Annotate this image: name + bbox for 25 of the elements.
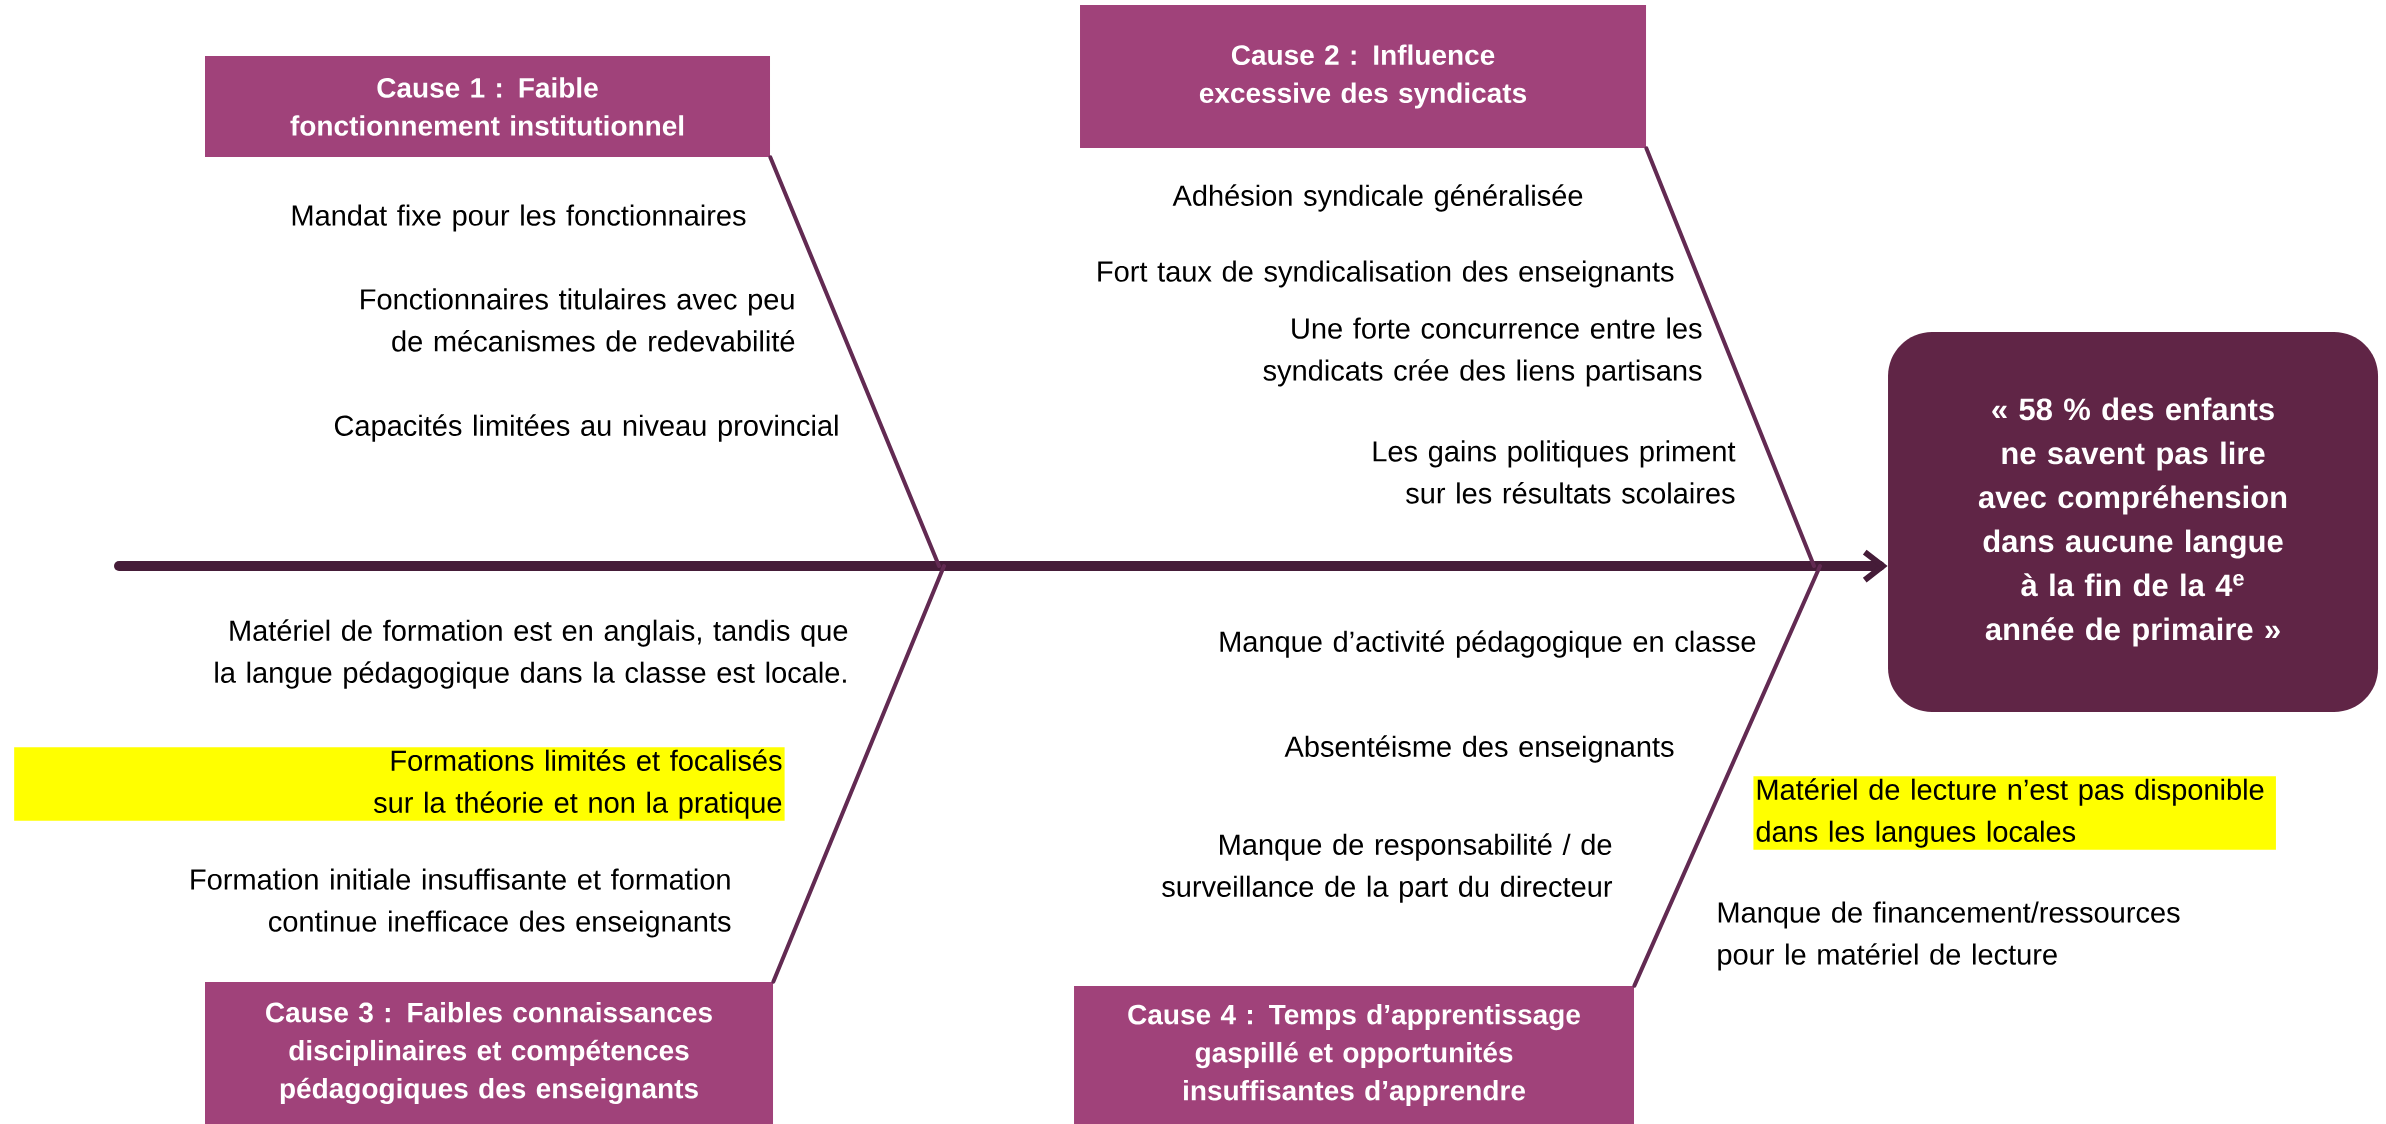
bone-line <box>1644 146 1817 568</box>
cause-box: Cause 2 : Influence excessive des syndicats <box>1080 5 1647 148</box>
cause-text: Formation initiale insuffisante et formation continue inefficace des enseignants <box>191 868 731 938</box>
cause-text: Fonctionnaires titulaires avec peu de mécanismes de redevabilité <box>361 288 795 352</box>
bone-line <box>768 155 941 568</box>
cause-text: Les gains politiques priment sur les résultats scolaires <box>1373 440 1736 504</box>
cause-text: Manque d’activité pédagogique en classe <box>1220 630 1756 658</box>
cause-text: Une forte concurrence entre les syndicats crée des liens partisans <box>1263 317 1702 387</box>
cause-box: Cause 3 : Faibles connaissances disciplinaires et compétences pédagogiques des enseignants <box>205 982 773 1124</box>
bone-line <box>771 564 946 984</box>
cause-text: Fort taux de syndicalisation des enseignants <box>1098 260 1674 288</box>
cause-text: Adhésion syndicale généralisée <box>1172 184 1583 212</box>
cause-box: Cause 1 : Faible fonctionnement institutionnel <box>205 56 770 157</box>
cause-text: Capacités limitées au niveau provincial <box>334 414 838 442</box>
cause-text: Manque de financement/ressources pour le matériel de lecture <box>1718 901 2180 971</box>
cause-text: Matériel de formation est en anglais, tandis que la langue pédagogique dans la classe est locale. <box>215 619 848 689</box>
highlighted-text: Formations limités et focalisés sur la théorie et non la pratique <box>14 747 785 821</box>
cause-box: Cause 4 : Temps d’apprentissage gaspillé et opportunités insuffisantes d’apprendre <box>1074 986 1634 1124</box>
effect-box: « 58 % des enfants ne savent pas lire avec compréhension dans aucune langue à la fin de la 4$^{e}$ année de primaire » <box>1888 332 2379 712</box>
spine-arrow <box>114 549 1888 583</box>
bone-line <box>1632 564 1823 988</box>
cause-text: Mandat fixe pour les fonctionnaires <box>292 204 746 232</box>
cause-text: Manque de responsabilité / de surveillance de la part du directeur <box>1162 833 1613 903</box>
highlighted-text: Matériel de lecture n’est pas disponible dans les langues locales <box>1753 776 2276 850</box>
cause-text: Absentéisme des enseignants <box>1284 735 1674 763</box>
